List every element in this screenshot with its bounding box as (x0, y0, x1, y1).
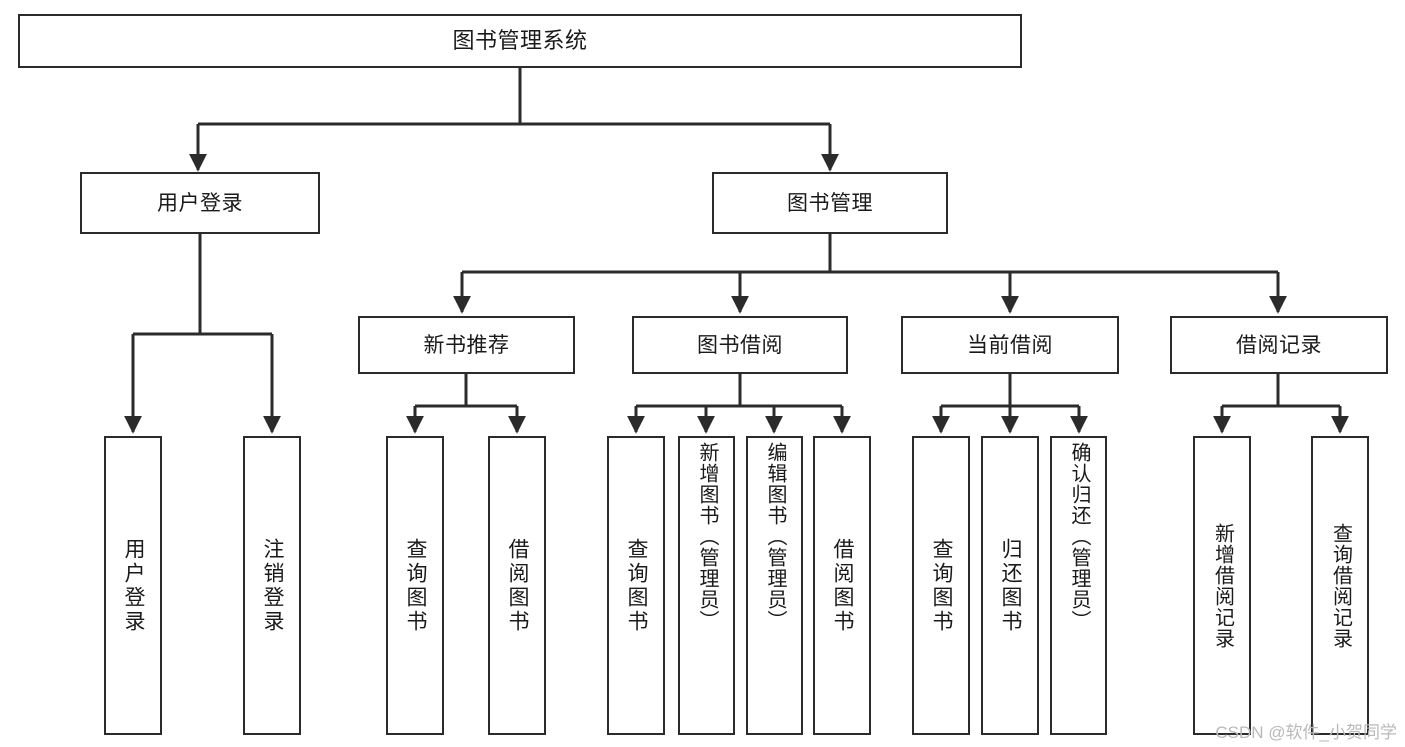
leaf-new-book-query-book[interactable]: 查询图书 (386, 436, 444, 735)
leaf-new-book-borrow-book[interactable]: 借阅图书 (488, 436, 546, 735)
node-label: 新增图书（管理员） (696, 442, 718, 631)
node-label: 图书管理系统 (452, 28, 588, 53)
node-current-borrow[interactable]: 当前借阅 (901, 316, 1119, 374)
leaf-book-borrow-query-book[interactable]: 查询图书 (607, 436, 665, 735)
node-root-book-management-system[interactable]: 图书管理系统 (18, 14, 1022, 68)
leaf-borrow-record-add-record[interactable]: 新增借阅记录 (1193, 436, 1251, 735)
leaf-user-login-login[interactable]: 用户登录 (104, 436, 162, 735)
node-label: 图书借阅 (697, 333, 783, 357)
leaf-user-login-logout[interactable]: 注销登录 (243, 436, 301, 735)
leaf-book-borrow-add-book-admin[interactable]: 新增图书（管理员） (678, 436, 735, 735)
node-label: 确认归还（管理员） (1068, 442, 1090, 631)
leaf-borrow-record-query-record[interactable]: 查询借阅记录 (1311, 436, 1369, 735)
node-borrow-record[interactable]: 借阅记录 (1170, 316, 1388, 374)
node-label: 图书管理 (787, 191, 873, 215)
node-label: 用户登录 (157, 191, 243, 215)
leaf-current-borrow-query-book[interactable]: 查询图书 (912, 436, 970, 735)
node-label: 编辑图书（管理员） (764, 442, 786, 631)
node-new-book-recommend[interactable]: 新书推荐 (358, 316, 575, 374)
node-label: 查询图书 (930, 537, 954, 634)
node-label: 借阅记录 (1236, 333, 1322, 357)
node-book-management[interactable]: 图书管理 (712, 172, 948, 234)
leaf-current-borrow-return-book[interactable]: 归还图书 (981, 436, 1039, 735)
node-label: 查询借阅记录 (1329, 522, 1352, 649)
csdn-watermark: CSDN @软件_小贺同学 (1215, 723, 1397, 742)
node-user-login[interactable]: 用户登录 (80, 172, 320, 234)
node-label: 用户登录 (122, 537, 146, 634)
node-label: 当前借阅 (967, 333, 1053, 357)
node-label: 查询图书 (625, 537, 649, 634)
node-label: 注销登录 (261, 537, 285, 634)
leaf-book-borrow-borrow-book[interactable]: 借阅图书 (813, 436, 871, 735)
node-book-borrow[interactable]: 图书借阅 (632, 316, 848, 374)
node-label: 查询图书 (404, 537, 428, 634)
node-label: 借阅图书 (506, 537, 530, 634)
leaf-book-borrow-edit-book-admin[interactable]: 编辑图书（管理员） (746, 436, 803, 735)
node-label: 新书推荐 (423, 333, 510, 357)
node-label: 新增借阅记录 (1211, 522, 1234, 649)
leaf-current-borrow-confirm-return-admin[interactable]: 确认归还（管理员） (1050, 436, 1107, 735)
node-label: 归还图书 (999, 537, 1023, 634)
node-label: 借阅图书 (831, 537, 855, 634)
